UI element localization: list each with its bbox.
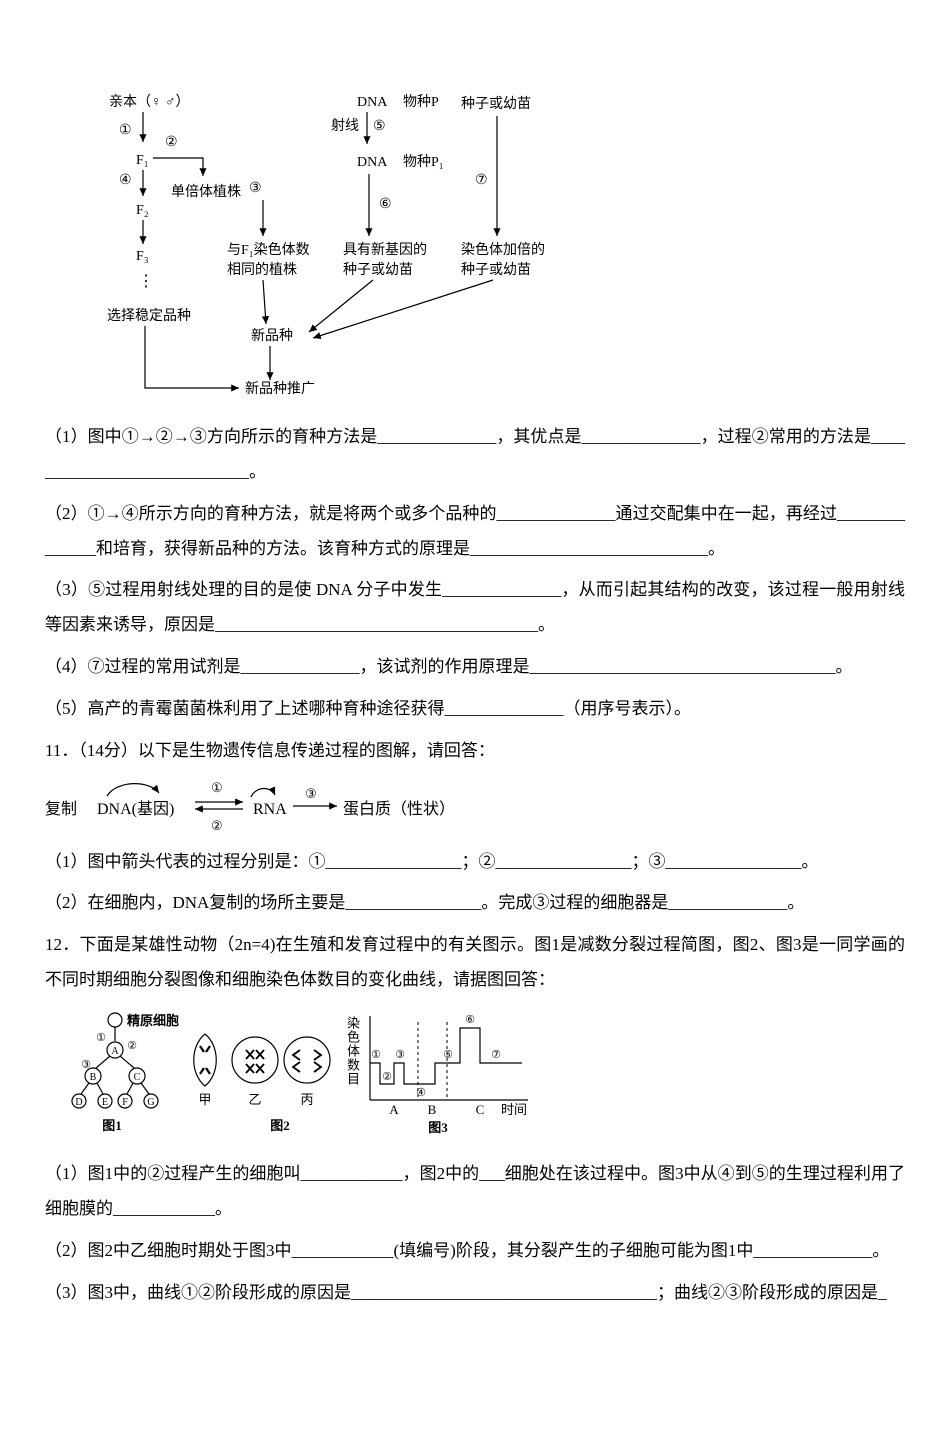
fig3-point-4: ④ bbox=[416, 1087, 426, 1099]
fig3-point-7: ⑦ bbox=[491, 1049, 501, 1061]
step-7-badge: ⑦ bbox=[475, 173, 488, 188]
cell-bing-label: 丙 bbox=[300, 1092, 313, 1107]
question-12-item-1: （1）图1中的②过程产生的细胞叫____________，图2中的___细胞处在… bbox=[45, 1163, 905, 1218]
fig1-cell-d: D bbox=[75, 1097, 82, 1108]
fig1-cell-b: B bbox=[90, 1072, 97, 1083]
ellipsis-dots: ⋮ bbox=[138, 273, 154, 290]
dna-gene-label: DNA(基因) bbox=[97, 800, 174, 818]
new-variety-label: 新品种 bbox=[251, 328, 293, 344]
fig3-x-axis-title: 时间 bbox=[501, 1102, 527, 1117]
species-p-label: 物种P bbox=[403, 94, 439, 110]
fig1-cell-c: C bbox=[134, 1072, 141, 1083]
fig3-caption: 图3 bbox=[428, 1120, 448, 1135]
question-12-figures: 染色体数目 精原细胞 ① bbox=[70, 1008, 550, 1150]
exam-page: 亲本（♀ ♂） ① F₁ ② ④ F₂ F₃ ⋮ 选择稳定品种 新品种推广 单倍… bbox=[0, 88, 950, 1310]
question-11-item-1: （1）图中箭头代表的过程分别是：①________________；②_____… bbox=[45, 851, 819, 871]
parent-label: 亲本（♀ ♂） bbox=[109, 94, 190, 110]
fig3-point-1: ① bbox=[371, 1049, 381, 1061]
fig2-labels: 甲 乙 丙 图2 bbox=[198, 1092, 313, 1133]
step-2-badge: ② bbox=[165, 135, 178, 150]
fig3-point-5: ⑤ bbox=[443, 1049, 453, 1061]
fig3-curve bbox=[370, 1027, 522, 1085]
f1-label: F₁ bbox=[136, 153, 149, 168]
fig1-process-2-badge: ② bbox=[127, 1040, 137, 1052]
question-12-item-3: （3）图3中，曲线①②阶段形成的原因是_____________________… bbox=[45, 1282, 887, 1302]
question-10-item-5: （5）高产的青霉菌菌株利用了上述哪种育种途径获得______________（用… bbox=[45, 698, 691, 718]
haploid-plant-label: 单倍体植株 bbox=[171, 184, 241, 200]
central-dogma-labels: 复制 DNA(基因) ① ② RNA ③ 蛋白质（性状） bbox=[45, 780, 455, 833]
question-10-item-3: （3）⑤过程用射线处理的目的是使 DNA 分子中发生______________… bbox=[45, 580, 905, 635]
flowchart-arrows bbox=[139, 112, 501, 392]
fig1-process-3-badge: ③ bbox=[81, 1059, 91, 1071]
process-1-badge: ① bbox=[211, 780, 223, 795]
question-12-item-2: （2）图2中乙细胞时期处于图3中____________(填编号)阶段，其分裂产… bbox=[45, 1240, 890, 1260]
same-chromosome-label-1: 与F₁染色体数 bbox=[227, 241, 310, 258]
rna-label: RNA bbox=[253, 801, 287, 818]
select-stable-label: 选择稳定品种 bbox=[107, 308, 191, 324]
fig3-y-axis-label: 染色体数目 bbox=[345, 1015, 360, 1086]
fig3-labels: ① ② ③ ④ ⑤ ⑥ ⑦ A B C 时间 图3 bbox=[371, 1014, 527, 1135]
fig1-cell-e: E bbox=[102, 1097, 108, 1108]
process-3-badge: ③ bbox=[305, 786, 317, 801]
question-10-item-1: （1）图中①→②→③方向所示的育种方法是______________，其优点是_… bbox=[45, 427, 905, 481]
doubled-label-1: 染色体加倍的 bbox=[461, 241, 545, 258]
fig1-shapes bbox=[71, 1012, 159, 1109]
question-10-item-2: （2）①→④所示方向的育种方法，就是将两个或多个品种的_____________… bbox=[45, 503, 905, 558]
doubled-label-2: 种子或幼苗 bbox=[461, 262, 531, 278]
fig1-cell-a: A bbox=[111, 1046, 119, 1057]
dna-label: DNA bbox=[357, 95, 388, 110]
spermatogonium-label: 精原细胞 bbox=[127, 1013, 179, 1028]
cell-yi-label: 乙 bbox=[248, 1092, 261, 1107]
ray-label: 射线 bbox=[331, 118, 359, 134]
new-gene-label-2: 种子或幼苗 bbox=[343, 262, 413, 278]
question-11-item-2: （2）在细胞内，DNA复制的场所主要是________________。完成③过… bbox=[45, 893, 805, 913]
fig3-x-tick-c: C bbox=[476, 1102, 485, 1117]
step-1-badge: ① bbox=[119, 123, 132, 138]
fig2-shapes bbox=[193, 1033, 331, 1087]
step-4-badge: ④ bbox=[119, 173, 132, 188]
f3-label: F₃ bbox=[136, 249, 149, 264]
central-dogma-diagram: 复制 DNA(基因) ① ② RNA ③ 蛋白质（性状） bbox=[45, 780, 455, 833]
flowchart-labels: 亲本（♀ ♂） ① F₁ ② ④ F₂ F₃ ⋮ 选择稳定品种 新品种推广 单倍… bbox=[107, 94, 545, 397]
protein-label: 蛋白质（性状） bbox=[343, 800, 455, 818]
fig3-point-2: ② bbox=[382, 1071, 392, 1083]
fig3-axes bbox=[369, 1015, 528, 1101]
fig3-point-3: ③ bbox=[395, 1049, 405, 1061]
species-p1-label: 物种P₁ bbox=[403, 154, 444, 170]
fig1-cell-f: F bbox=[122, 1097, 128, 1108]
fig1-cell-g: G bbox=[147, 1097, 154, 1108]
fig3-point-6: ⑥ bbox=[465, 1014, 475, 1026]
f2-label: F₂ bbox=[136, 203, 149, 218]
step-3-badge: ③ bbox=[249, 181, 262, 196]
dna-label-2: DNA bbox=[357, 155, 388, 170]
replication-label: 复制 bbox=[45, 800, 77, 818]
promotion-label: 新品种推广 bbox=[245, 381, 315, 397]
new-gene-label-1: 具有新基因的 bbox=[343, 241, 427, 258]
central-dogma-arrows bbox=[106, 782, 337, 813]
process-2-badge: ② bbox=[211, 818, 223, 833]
fig1-caption: 图1 bbox=[102, 1118, 122, 1133]
fig3-x-tick-a: A bbox=[389, 1102, 399, 1117]
question-12-heading: 12．下面是某雄性动物（2n=4)在生殖和发育过程中的有关图示。图1是减数分裂过… bbox=[45, 935, 905, 990]
step-5-badge: ⑤ bbox=[373, 119, 386, 134]
question-11-heading: 11．（14分）以下是生物遗传信息传递过程的图解，请回答： bbox=[45, 740, 495, 760]
cell-division-figures: 精原细胞 ① ② ③ A B C D E F G 图1 bbox=[71, 1012, 528, 1135]
same-chromosome-label-2: 相同的植株 bbox=[227, 262, 297, 278]
fig2-caption: 图2 bbox=[270, 1118, 290, 1133]
breeding-flowchart: 亲本（♀ ♂） ① F₁ ② ④ F₂ F₃ ⋮ 选择稳定品种 新品种推广 单倍… bbox=[107, 94, 545, 397]
question-10-item-4: （4）⑦过程的常用试剂是______________，该试剂的作用原理是____… bbox=[45, 657, 853, 677]
fig1-process-1-badge: ① bbox=[96, 1032, 106, 1044]
fig1-labels: 精原细胞 ① ② ③ A B C D E F G 图1 bbox=[75, 1013, 179, 1133]
seed-seedling-label: 种子或幼苗 bbox=[461, 96, 531, 112]
cell-jia-label: 甲 bbox=[198, 1092, 211, 1107]
fig3-x-tick-b: B bbox=[428, 1102, 437, 1117]
step-6-badge: ⑥ bbox=[379, 197, 392, 212]
